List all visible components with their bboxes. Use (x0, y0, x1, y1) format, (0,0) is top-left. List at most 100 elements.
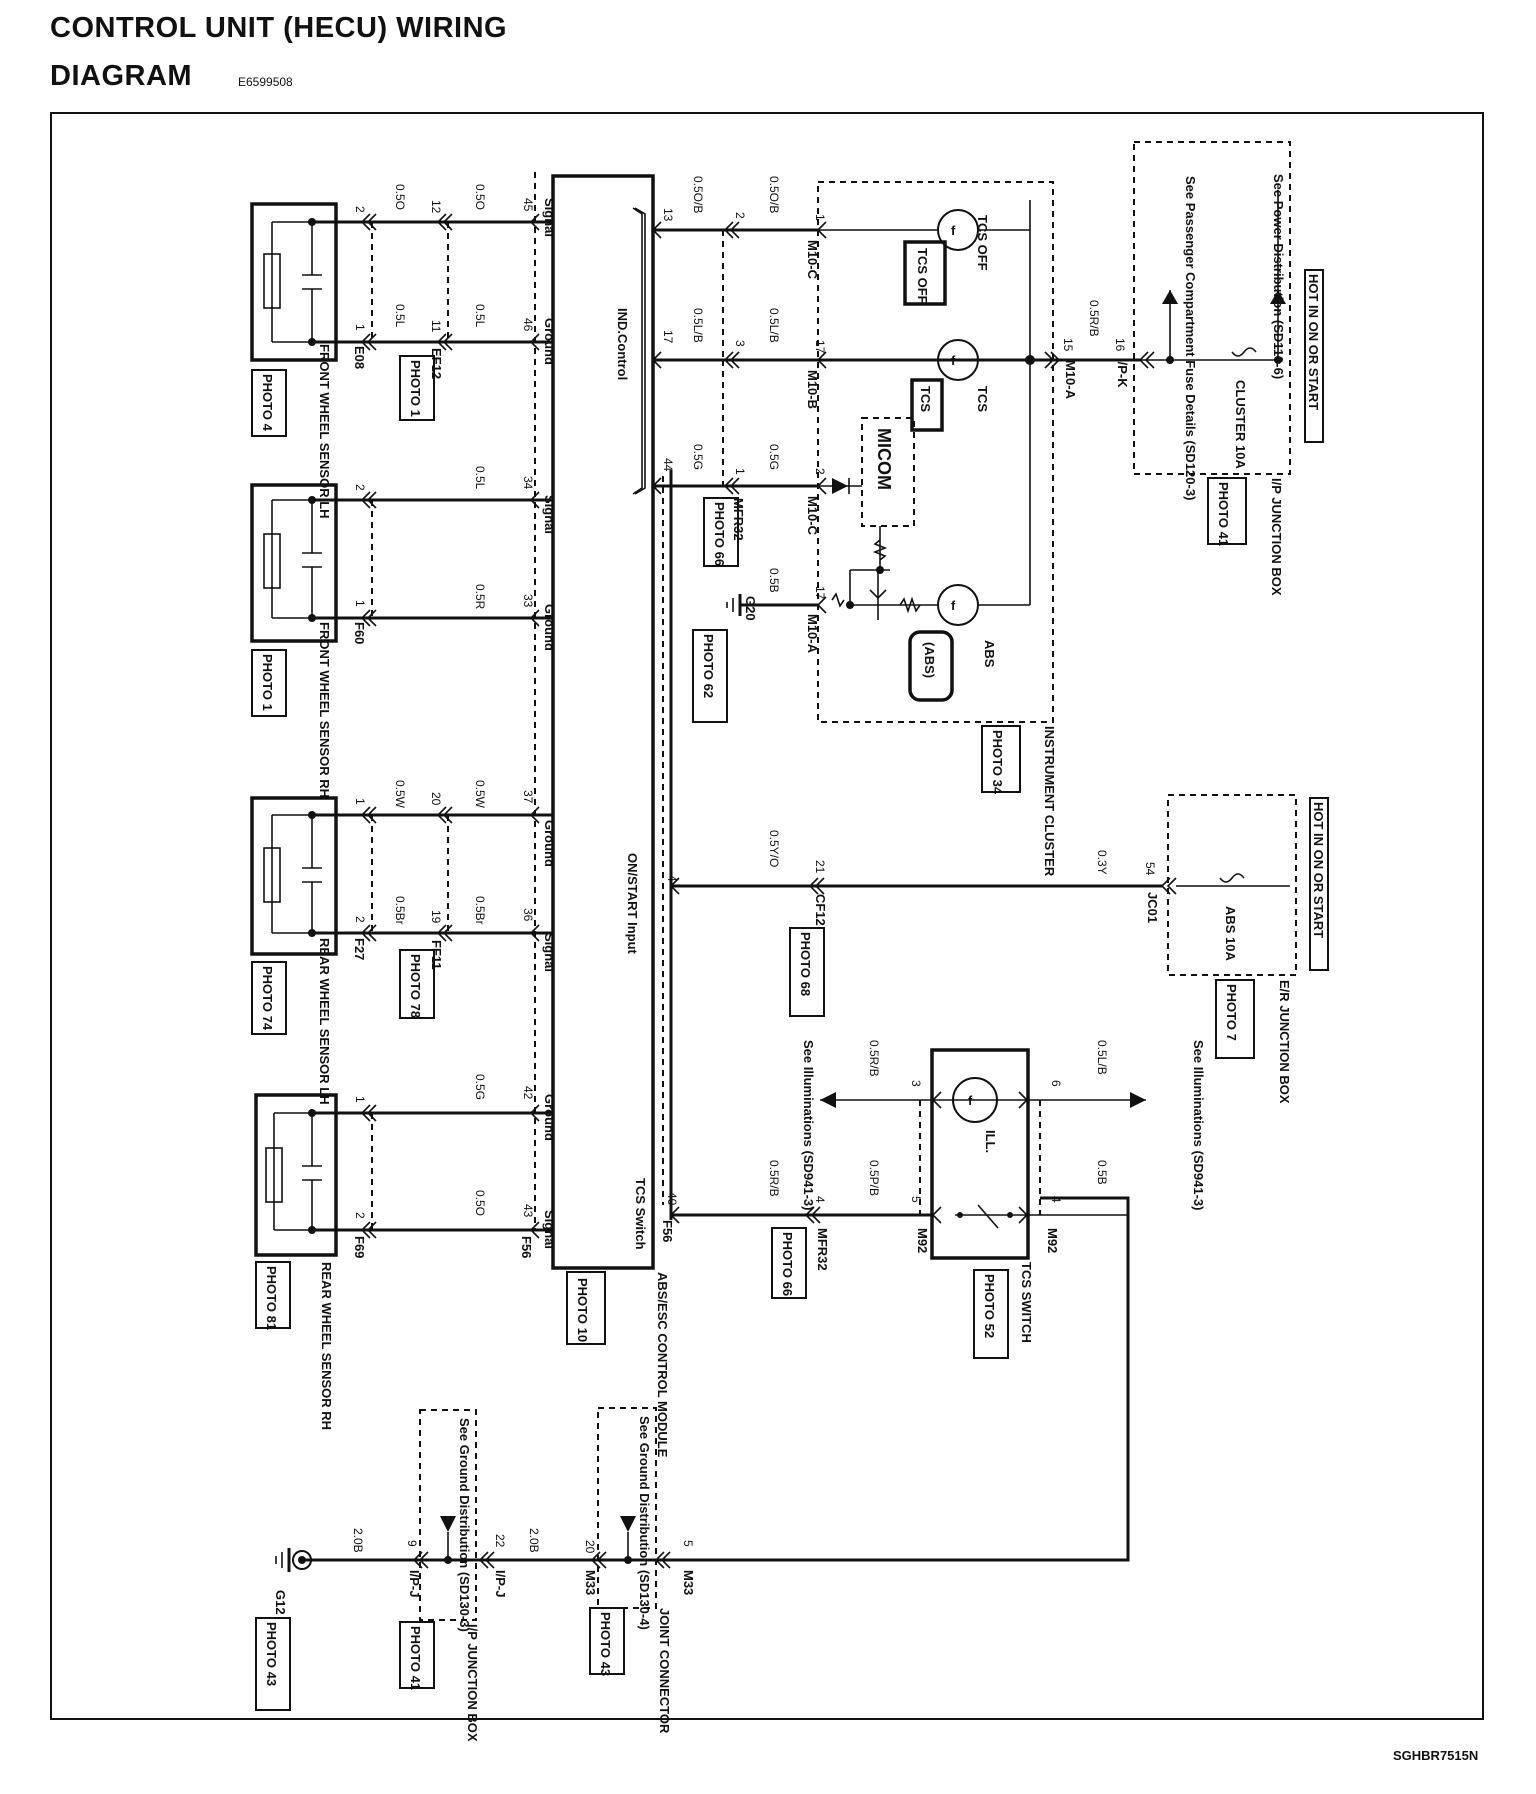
cluster-photo: PHOTO 34 (990, 730, 1005, 795)
module-label-ground-42: Ground (542, 1094, 557, 1141)
ip-see-power-distribution: See Power Distribution (SD110-6) (1271, 174, 1286, 379)
cluster-tcs-badge-box (910, 378, 944, 432)
sensor-rrh-wire-a: 0.5G (473, 1074, 487, 1100)
tcs-switch-wire-left-bottom: 0.5P/B (867, 1160, 881, 1196)
module-pin-4: 4 (665, 875, 679, 882)
cluster-abs-badge: (ABS) (922, 642, 937, 678)
ground-ipj-name: I/P JUNCTION BOX (465, 1624, 480, 1742)
er-hot-label-box (1309, 797, 1329, 971)
module-label-tcs-switch: TCS Switch (633, 1178, 648, 1250)
tcs-mfr32-pin: 4 (813, 1196, 827, 1203)
mfr32-pin-2: 2 (733, 212, 747, 219)
ground-ipj-photo: PHOTO 41 (408, 1626, 423, 1690)
cf12-pin: 21 (813, 860, 827, 874)
tcs-switch-see-illuminations-1: See Illuminations (SD941-3) (801, 1040, 816, 1211)
module-pin-33: 33 (521, 594, 535, 608)
module-label-signal-36: Signal (542, 933, 557, 972)
ip-photo-box (1207, 477, 1247, 545)
tcs-switch-wire-right-bottom: 0.5B (1095, 1160, 1109, 1185)
on-start-input-circuit: 0.5Y/O 21 CF12 PHOTO 68 0.3Y HOT IN ON O… (669, 794, 1329, 1104)
cluster-tcs-off-badge: TCS OFF (915, 248, 930, 304)
ground-jc-photo: PHOTO 43 (598, 1612, 613, 1676)
cf12-name: CF12 (813, 894, 828, 926)
sensor-frh-connector: F60 (352, 622, 367, 644)
svg-text:f: f (968, 1093, 973, 1108)
sensor-rlh-wire-a: 0.5W (393, 780, 407, 809)
module-pin-34: 34 (521, 476, 535, 490)
tcs-switch-photo-box (973, 1269, 1009, 1359)
tcs-mfr32-photo-box (771, 1227, 807, 1299)
sensor-rrh-photo: PHOTO 81 (264, 1266, 279, 1330)
sensor-frh-pin-a: 2 (353, 484, 367, 491)
module-pin-44: 44 (661, 458, 675, 472)
ground-wire-g12: 2.0B (351, 1528, 365, 1553)
sensor-rrh-wire-b: 0.5O (473, 1190, 487, 1216)
junction-ef12-name: EF12 (429, 348, 444, 379)
junction-ff11-wire-a: 0.5W (473, 780, 487, 809)
cluster-connector-m10b: M10-B (805, 370, 820, 409)
junction-ef12-pin-a: 12 (429, 200, 443, 214)
tcs-switch-pin-6: 6 (1049, 1080, 1063, 1087)
module-pin-40: 40 (665, 1192, 679, 1206)
tcs-switch-circuit: f ILL. 3 6 5 4 0.5R/B 0.5L/B 0.5P/B 0.5B… (668, 1040, 1206, 1562)
junction-ff11-pin-a: 20 (429, 792, 443, 806)
cluster-abs-badge-box (908, 630, 954, 702)
ground-ipj-photo-box (399, 1621, 435, 1689)
sensor-rrh-pin-a: 1 (353, 1096, 367, 1103)
ip-hot-label-box (1304, 269, 1324, 443)
tcs-switch-connector-m92-b: M92 (1045, 1228, 1060, 1253)
svg-text:f: f (951, 353, 956, 368)
cf12-photo-box (789, 927, 825, 1017)
sensor-frh-pin-b: 1 (353, 600, 367, 607)
tcs-switch-wire-right-top: 0.5L/B (1095, 1040, 1109, 1075)
tcs-switch-pin-5: 5 (909, 1196, 923, 1203)
ground-g12-photo-box (255, 1617, 291, 1711)
ground-g20: G20 (743, 596, 758, 621)
cluster-tcs-off-badge-box (903, 240, 947, 306)
document-id: E6599508 (238, 75, 293, 89)
sensor-frh-wire-b: 0.5R (473, 584, 487, 610)
junction-ef12-wire-b: 0.5L (473, 304, 487, 328)
module-pin-42: 42 (521, 1086, 535, 1100)
module-label-signal-34: Signal (542, 495, 557, 534)
sensor-flh-pin-b: 1 (353, 324, 367, 331)
junction-ff11-photo: PHOTO 78 (408, 954, 423, 1018)
junction-ff11-photo-box (399, 949, 435, 1019)
ground-ipj-pin-22: 22 (493, 1534, 507, 1548)
ip-connector-ipk: I/P-K (1115, 358, 1130, 388)
ground-jc-photo-box (589, 1607, 625, 1675)
page-title: CONTROL UNIT (HECU) WIRING (50, 12, 508, 44)
sensor-flh-wire-b: 0.5L (393, 304, 407, 328)
sensor-flh-name: FRONT WHEEL SENSOR LH (317, 344, 332, 519)
module-pin-43: 43 (521, 1204, 535, 1218)
ground-m33-pin-5: 5 (681, 1540, 695, 1547)
sensor-rlh-connector: F27 (352, 938, 367, 960)
sensor-frh-photo: PHOTO 1 (260, 654, 275, 711)
sensor-rrh-name: REAR WHEEL SENSOR RH (319, 1262, 334, 1430)
cluster-pin-1: 1 (813, 214, 827, 221)
mfr32-photo-box (703, 497, 739, 567)
rear-wheel-sensor-lh: REAR WHEEL SENSOR LH PHOTO 74 F27 1 2 0.… (250, 780, 487, 1105)
front-wheel-sensor-rh: FRONT WHEEL SENSOR RH PHOTO 1 F60 2 1 0.… (250, 466, 487, 798)
module-pin-17: 17 (661, 330, 675, 344)
cluster-abs-text: ABS (982, 640, 997, 668)
sensor-rrh-pin-b: 2 (353, 1212, 367, 1219)
tcs-switch-name: TCS SWITCH (1019, 1262, 1034, 1343)
junction-ef12-photo-box (399, 355, 435, 421)
svg-text:f: f (951, 598, 956, 613)
ground-ipj-connector-a: I/P-J (407, 1570, 422, 1597)
abs-esc-control-module: Signal Ground Signal Ground Ground Signa… (521, 174, 679, 1458)
cf12-photo: PHOTO 68 (798, 932, 813, 996)
sensor-rlh-wire-b: 0.5Br (393, 896, 407, 925)
cluster-name: INSTRUMENT CLUSTER (1042, 726, 1057, 877)
sensor-flh-pin-a: 2 (353, 206, 367, 213)
ground-m33-connector-b: M33 (681, 1570, 696, 1595)
tcs-mfr32-name: MFR32 (815, 1228, 830, 1271)
module-pin-37: 37 (521, 790, 535, 804)
module-pin-45: 45 (521, 198, 535, 212)
sensor-rlh-pin-b: 2 (353, 916, 367, 923)
tcs-switch-photo: PHOTO 52 (982, 1274, 997, 1338)
sensor-rlh-photo: PHOTO 74 (260, 966, 275, 1031)
cluster-wire-3-module: 0.5G (691, 444, 705, 470)
